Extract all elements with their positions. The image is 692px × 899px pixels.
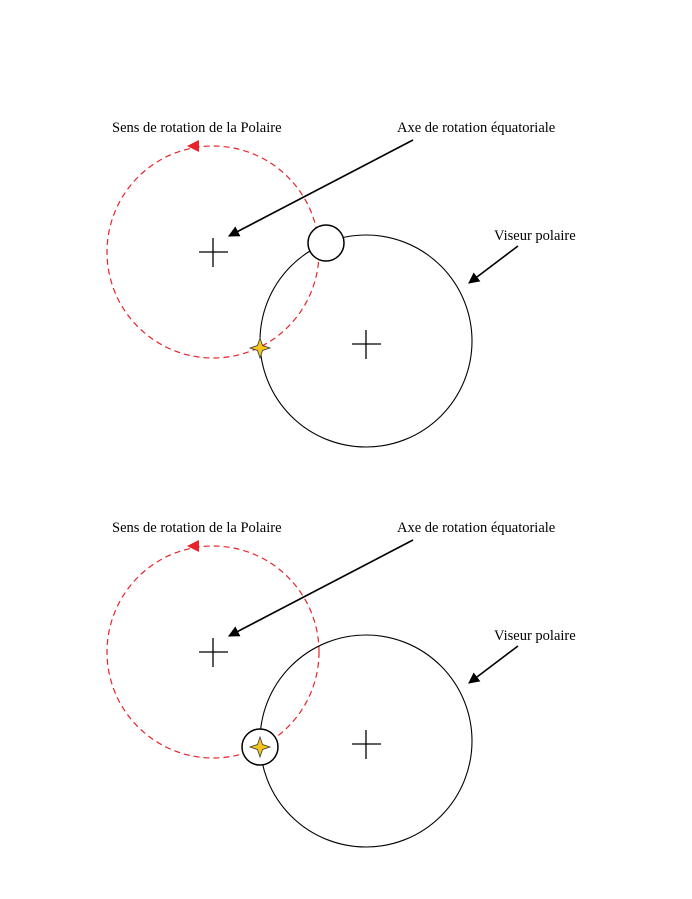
finder-pointer-arrow: [468, 645, 519, 684]
rotation-direction-label: Sens de rotation de la Polaire: [112, 120, 282, 136]
panel-top: Sens de rotation de la Polaire Axe de ro…: [106, 120, 576, 448]
axis-pointer-arrow: [228, 139, 414, 237]
axis-pointer-arrow: [228, 539, 414, 637]
polaris-star-icon: [248, 336, 272, 360]
rotation-direction-arrowhead: [187, 540, 199, 552]
rotation-direction-label: Sens de rotation de la Polaire: [112, 520, 282, 536]
equatorial-axis-label: Axe de rotation équatoriale: [397, 120, 555, 136]
finder-center-cross: [352, 330, 381, 359]
equatorial-axis-cross: [199, 638, 228, 667]
polaris-rotation-path: [106, 545, 320, 759]
equatorial-axis-cross: [199, 238, 228, 267]
equatorial-axis-label: Axe de rotation équatoriale: [397, 520, 555, 536]
polar-finder-label: Viseur polaire: [494, 228, 576, 244]
polaris-star-icon: [248, 735, 272, 759]
panel-bottom: Sens de rotation de la Polaire Axe de ro…: [106, 520, 576, 848]
polar-finder-label: Viseur polaire: [494, 628, 576, 644]
polaris-marker-circle: [307, 224, 345, 262]
rotation-direction-arrowhead: [187, 140, 199, 152]
finder-center-cross: [352, 730, 381, 759]
finder-pointer-arrow: [468, 245, 519, 284]
